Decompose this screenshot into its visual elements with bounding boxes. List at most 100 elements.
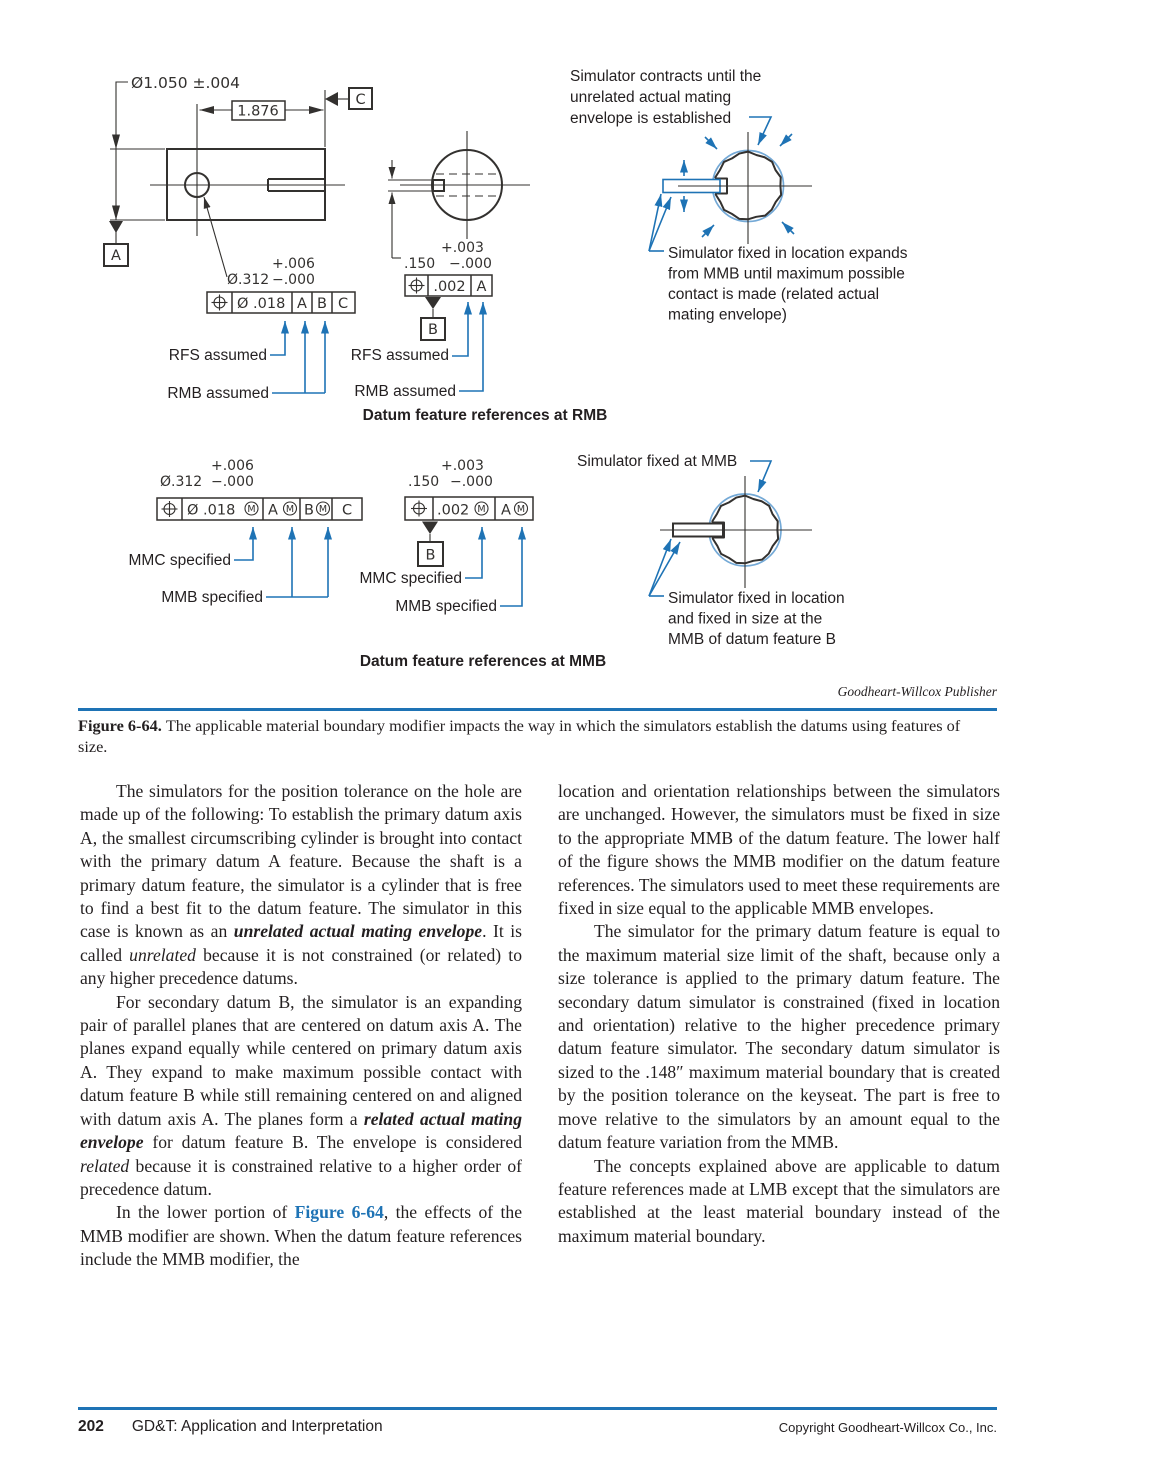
fcf-ref3: C bbox=[338, 296, 348, 312]
hole-tol-minus: −.000 bbox=[211, 474, 254, 490]
key-tol-plus: +.003 bbox=[441, 458, 484, 474]
datum-b-box bbox=[420, 317, 446, 341]
book-title: GD&T: Application and Interpretation bbox=[131, 1418, 383, 1435]
emphasized-text: related bbox=[80, 1155, 130, 1176]
expands-note-leader bbox=[648, 193, 663, 252]
fixed-loc-line3: MMB of datum feature B bbox=[668, 631, 836, 648]
fcf-ref3: C bbox=[342, 503, 352, 519]
hole bbox=[184, 172, 210, 198]
emphasized-text: unrelated bbox=[129, 944, 196, 965]
fixed-note-leader bbox=[750, 460, 773, 493]
footer-rule bbox=[78, 1407, 997, 1410]
paragraph: The simulators for the position toleranc… bbox=[80, 780, 522, 991]
svg-text:M: M bbox=[247, 504, 255, 515]
hole-tol-minus: −.000 bbox=[272, 272, 315, 288]
contracts-note-line1: Simulator contracts until the bbox=[570, 68, 761, 85]
datum-c-box bbox=[348, 87, 373, 110]
fcf-ref1: A bbox=[297, 296, 307, 312]
fcf-ref1: A bbox=[477, 279, 487, 295]
rmb-callout-arrow bbox=[459, 302, 487, 392]
hole-dia: Ø.312 bbox=[160, 474, 202, 490]
fcf-frame bbox=[404, 496, 534, 521]
mmc-callout-arrow bbox=[234, 527, 257, 561]
figure-caption: Figure 6-64.The applicable material boun… bbox=[78, 716, 964, 757]
key-size: .150 bbox=[404, 256, 435, 272]
mmb-modifier-icon: M bbox=[282, 501, 298, 516]
datum-b-label: B bbox=[426, 548, 436, 564]
figure-6-64-drawing: Ø1.050 ±.004 A 1.876 C +.006 Ø.312 −.000 bbox=[103, 68, 908, 670]
mmb-specified-label: MMB specified bbox=[395, 598, 497, 615]
key-size: .150 bbox=[408, 474, 439, 490]
mmc-specified-label: MMC specified bbox=[129, 552, 232, 569]
fcf-ref2: B bbox=[304, 503, 314, 519]
hole-tol-plus: +.006 bbox=[211, 458, 254, 474]
key-term: related actual mating envelope bbox=[80, 1108, 523, 1153]
mmc-callout-arrow bbox=[465, 527, 486, 579]
paragraph: location and orientation relationships b… bbox=[558, 781, 1000, 919]
body-text: , the effects of the MMB modifier are sh… bbox=[80, 1202, 523, 1270]
rmb-section-caption: Datum feature references at RMB bbox=[363, 407, 608, 424]
copyright-notice: Copyright Goodheart-Willcox Co., Inc. bbox=[778, 1420, 997, 1435]
mmb-callout-arrow bbox=[500, 527, 526, 607]
publisher-credit: Goodheart-Willcox Publisher bbox=[837, 684, 997, 699]
rmb-part-side-view: Ø1.050 ±.004 A 1.876 C +.006 Ø.312 −.000 bbox=[103, 74, 373, 402]
fcf-tolerance: .002 bbox=[433, 279, 465, 295]
expands-note-line1: Simulator fixed in location expands bbox=[668, 245, 908, 262]
figure-caption-text: The applicable material boundary modifie… bbox=[78, 716, 961, 756]
contracts-note-leader bbox=[749, 116, 773, 146]
expands-note-leader bbox=[648, 196, 672, 252]
body-column-right: location and orientation relationships b… bbox=[558, 780, 1000, 1248]
part-outline bbox=[166, 148, 326, 221]
datum-a-label: A bbox=[111, 248, 121, 264]
datum-b-triangle bbox=[425, 297, 441, 309]
page-number: 202 bbox=[78, 1418, 104, 1435]
svg-text:M: M bbox=[477, 504, 485, 515]
svg-text:M: M bbox=[319, 504, 327, 515]
fcf-frame bbox=[404, 274, 493, 297]
fcf-keyseat-mmb: .002 M A M bbox=[404, 496, 534, 521]
figure-caption-label: Figure 6-64. bbox=[78, 716, 162, 735]
mmb-hole-callout: +.006 Ø.312 −.000 Ø .018 M A bbox=[129, 458, 363, 606]
figure-reference-link[interactable]: Figure 6-64 bbox=[294, 1202, 384, 1223]
datum-a-triangle bbox=[109, 221, 123, 233]
fcf-hole-rmb: Ø .018 A B C bbox=[206, 291, 356, 314]
rmb-simulator-diagram: Simulator contracts until the unrelated … bbox=[570, 68, 908, 324]
rmb-assumed-label: RMB assumed bbox=[167, 385, 269, 402]
mmc-modifier-icon: M bbox=[244, 501, 259, 516]
body-text: In the lower portion of bbox=[116, 1202, 295, 1223]
datum-c-label: C bbox=[355, 92, 365, 108]
mmc-modifier-icon: M bbox=[474, 501, 489, 516]
body-text: . It is called bbox=[80, 921, 522, 965]
contract-arrow-sw bbox=[701, 224, 715, 238]
leader-line bbox=[115, 81, 128, 149]
mmb-modifier-icon: M bbox=[513, 501, 529, 516]
rmb-part-end-view: +.003 .150 −.000 .002 A B RFS assumed bbox=[351, 131, 530, 400]
datum-c-triangle bbox=[325, 92, 338, 106]
contracts-note-line2: unrelated actual mating bbox=[570, 89, 731, 106]
fixed-loc-leader bbox=[648, 541, 681, 597]
mmb-section-caption: Datum feature references at MMB bbox=[360, 653, 606, 670]
fcf-tolerance: Ø .018 bbox=[237, 296, 285, 312]
key-tol-minus: −.000 bbox=[450, 474, 493, 490]
position-symbol-icon bbox=[411, 500, 427, 517]
paragraph: The concepts explained above are applica… bbox=[558, 1155, 1000, 1246]
position-symbol-icon bbox=[161, 501, 178, 517]
paragraph: The simulator for the primary datum feat… bbox=[558, 921, 1000, 1153]
fixed-note-label: Simulator fixed at MMB bbox=[577, 453, 737, 470]
fcf-ref2: B bbox=[317, 296, 327, 312]
body-text: because it is not constrained (or relate… bbox=[80, 944, 522, 989]
expands-note-line3: contact is made (related actual bbox=[668, 286, 879, 303]
mmb-simulator-diagram: Simulator fixed at MMB Simulator fixed i… bbox=[577, 453, 845, 648]
contracts-note-line3: envelope is established bbox=[570, 110, 731, 127]
contract-arrow-ne bbox=[779, 133, 793, 147]
mmb-keyseat-callout: +.003 .150 −.000 .002 M A bbox=[360, 458, 534, 615]
datum-b-label: B bbox=[428, 322, 438, 338]
svg-text:M: M bbox=[286, 504, 294, 515]
contract-arrow-se bbox=[781, 221, 795, 235]
fcf-frame bbox=[156, 497, 363, 521]
key-tol-minus: −.000 bbox=[449, 256, 492, 272]
hole-tol-plus: +.006 bbox=[272, 256, 315, 272]
datum-a-box bbox=[103, 243, 129, 267]
